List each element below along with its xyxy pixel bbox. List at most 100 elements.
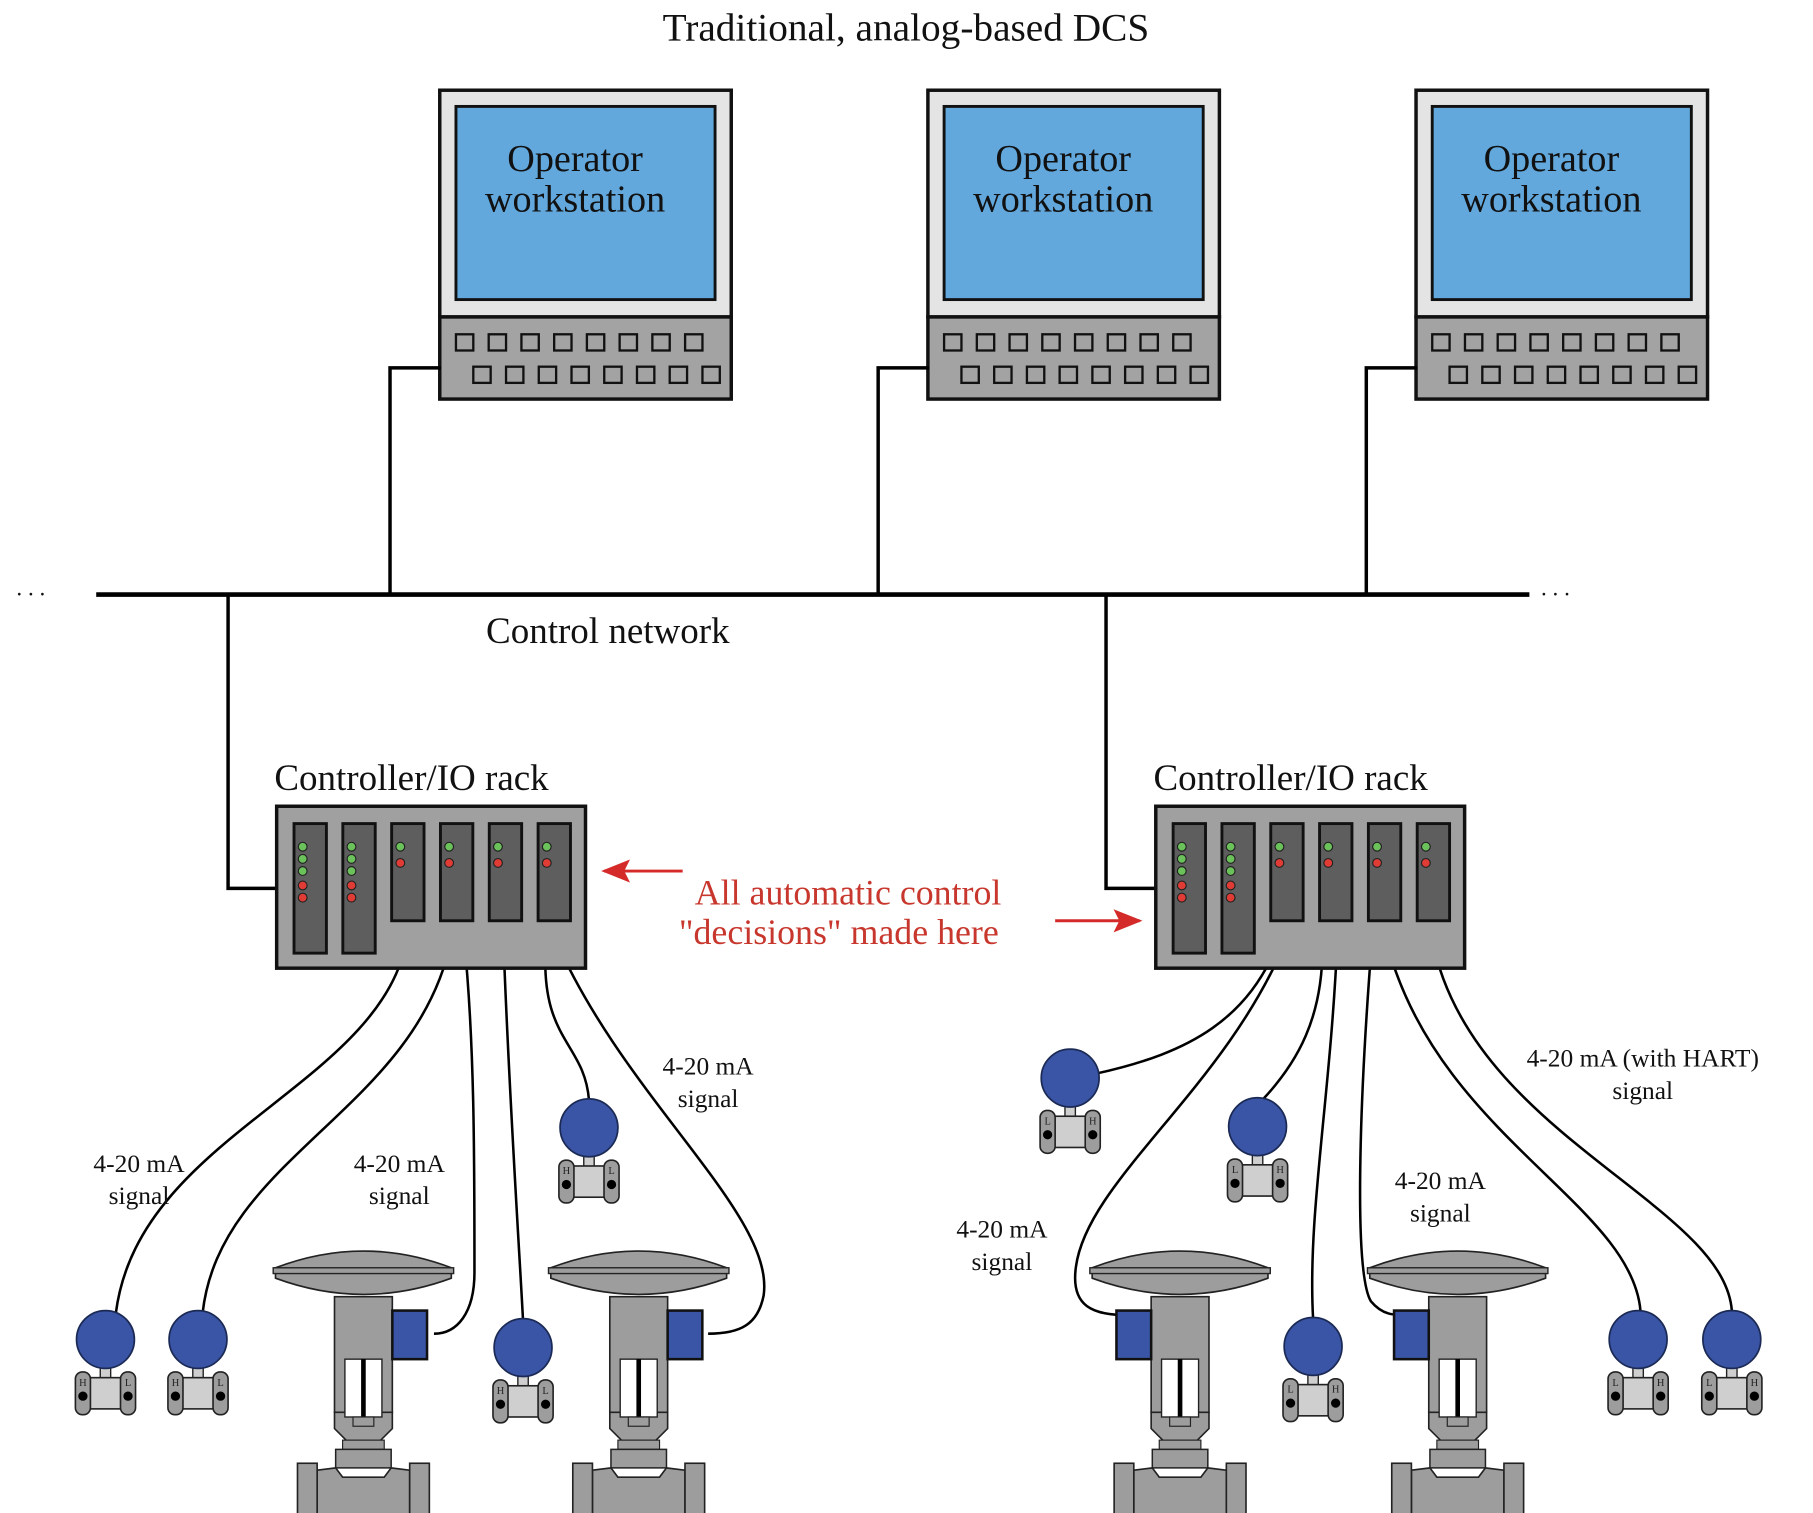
annotation-line2: "decisions" made here	[679, 912, 999, 952]
keyboard-key[interactable]	[537, 365, 558, 385]
keyboard-key[interactable]	[960, 365, 980, 385]
keyboard-key[interactable]	[1513, 365, 1534, 385]
keyboard-key[interactable]	[1612, 365, 1632, 385]
io-module[interactable]	[1415, 822, 1452, 923]
workstation-keyboard	[438, 315, 733, 401]
processor-module[interactable]	[1171, 822, 1207, 955]
control-valve[interactable]	[1366, 1250, 1549, 1513]
control-valve[interactable]	[1089, 1250, 1272, 1513]
io-module[interactable]	[1318, 822, 1354, 923]
valve-positioner	[1392, 1309, 1431, 1361]
workstation-label-line2: workstation	[485, 179, 665, 221]
status-led-green	[492, 841, 503, 852]
keyboard-key[interactable]	[472, 365, 492, 385]
processor-module[interactable]	[1220, 822, 1256, 955]
keyboard-key[interactable]	[1496, 333, 1517, 352]
keyboard-key[interactable]	[1156, 365, 1177, 385]
keyboard-key[interactable]	[1025, 365, 1046, 385]
wire-r2-xmtr3	[1310, 939, 1339, 1319]
control-valve[interactable]	[547, 1250, 730, 1513]
keyboard-key[interactable]	[454, 333, 475, 352]
keyboard-key[interactable]	[1041, 333, 1061, 352]
keyboard-key[interactable]	[683, 333, 704, 352]
keyboard-key[interactable]	[942, 333, 963, 352]
keyboard-key[interactable]	[1463, 333, 1484, 352]
keyboard-key[interactable]	[1677, 365, 1698, 385]
signal-label: signal	[109, 1181, 170, 1210]
status-led-red	[346, 892, 357, 903]
ws3-network-drop	[1364, 366, 1418, 595]
keyboard-key[interactable]	[1189, 365, 1210, 385]
control-valve[interactable]	[272, 1250, 455, 1513]
keyboard-key[interactable]	[668, 365, 689, 385]
keyboard-key[interactable]	[1481, 365, 1501, 385]
processor-module[interactable]	[292, 822, 328, 955]
keyboard-key[interactable]	[1058, 365, 1079, 385]
keyboard-key[interactable]	[1594, 333, 1615, 352]
keyboard-key[interactable]	[1172, 333, 1192, 352]
keyboard-key[interactable]	[1660, 333, 1680, 352]
keyboard-key[interactable]	[1431, 333, 1451, 352]
keyboard-key[interactable]	[1139, 333, 1160, 352]
signal-label: signal	[678, 1084, 739, 1113]
controller-io-rack[interactable]: Controller/IO rack	[274, 758, 588, 970]
keyboard-key[interactable]	[1073, 333, 1094, 352]
controller-io-rack[interactable]: Controller/IO rack	[1153, 758, 1467, 970]
keyboard-key[interactable]	[504, 365, 525, 385]
status-led-green	[297, 853, 308, 864]
keyboard-key[interactable]	[618, 333, 639, 352]
workstation-label-line1: Operator	[995, 138, 1131, 180]
io-module[interactable]	[439, 822, 475, 923]
keyboard-key[interactable]	[975, 333, 996, 352]
keyboard-key[interactable]	[1091, 365, 1111, 385]
keyboard-key[interactable]	[1627, 333, 1648, 352]
keyboard-key[interactable]	[585, 333, 606, 352]
keyboard-key[interactable]	[1106, 333, 1127, 352]
io-module[interactable]	[536, 822, 572, 923]
keyboard-key[interactable]	[1008, 333, 1029, 352]
keyboard-key[interactable]	[701, 365, 721, 385]
keyboard-key[interactable]	[1644, 365, 1665, 385]
keyboard-key[interactable]	[553, 333, 573, 352]
port-label-left: H	[172, 1378, 180, 1389]
processor-module[interactable]	[341, 822, 377, 955]
valve-positioner	[666, 1309, 704, 1361]
keyboard-key[interactable]	[1448, 365, 1469, 385]
keyboard-key[interactable]	[1579, 365, 1600, 385]
status-led-red	[1176, 880, 1187, 891]
keyboard-key[interactable]	[635, 365, 656, 385]
io-module[interactable]	[487, 822, 524, 923]
keyboard-key[interactable]	[993, 365, 1013, 385]
keyboard-key[interactable]	[651, 333, 671, 352]
keyboard-key[interactable]	[1123, 365, 1144, 385]
keyboard-key[interactable]	[1546, 365, 1567, 385]
io-module[interactable]	[390, 822, 426, 923]
status-led-red	[297, 892, 308, 903]
signal-label: 4-20 mA	[1395, 1166, 1487, 1195]
keyboard-key[interactable]	[487, 333, 508, 352]
keyboard-key[interactable]	[520, 333, 540, 352]
keyboard-key[interactable]	[603, 365, 623, 385]
diagram-title: Traditional, analog-based DCS	[663, 5, 1150, 49]
wire-r1-valve2	[554, 938, 766, 1335]
monitor-screen	[454, 104, 717, 302]
io-module[interactable]	[1366, 822, 1403, 923]
port-label-right: H	[1332, 1385, 1340, 1396]
signal-label: 4-20 mA	[354, 1149, 446, 1178]
keyboard-key[interactable]	[570, 365, 591, 385]
io-module[interactable]	[1269, 822, 1305, 923]
keyboard-key[interactable]	[1562, 333, 1582, 352]
keyboard-key[interactable]	[1529, 333, 1549, 352]
